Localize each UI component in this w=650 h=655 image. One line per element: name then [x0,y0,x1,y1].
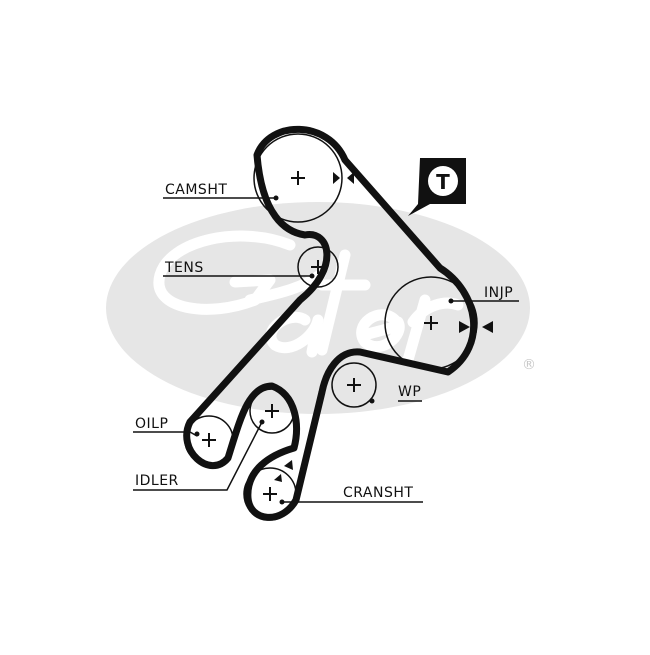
timing-marks [274,172,493,482]
label-idler: IDLER [135,473,179,489]
water-pump-pulley [331,362,377,408]
leader-lines [133,197,519,503]
pulley-centers [202,171,438,501]
crankshaft-timing-mark-top [284,460,293,470]
crankshaft-timing-mark-bottom [274,474,282,482]
injp-timing-mark-right [482,321,493,333]
timing-belt [183,125,478,521]
label-crankshaft: CRANSHT [343,485,413,501]
label-oil-pump: OILP [135,416,168,432]
camshaft-timing-mark-right [347,172,354,184]
label-water-pump: WP [398,384,421,400]
label-camshaft: CAMSHT [165,182,227,198]
camshaft-pulley [253,133,343,223]
tensioner-pulley [297,246,339,288]
leader-dots [194,195,454,505]
camshaft-timing-mark-left [333,172,340,184]
tension-badge: T [408,158,466,216]
label-injection-pump: INJP [484,285,513,301]
label-tensioner: TENS [164,260,204,276]
registered-mark: ® [522,357,536,373]
injp-timing-mark-left [459,321,470,333]
tension-badge-letter: T [436,170,450,194]
